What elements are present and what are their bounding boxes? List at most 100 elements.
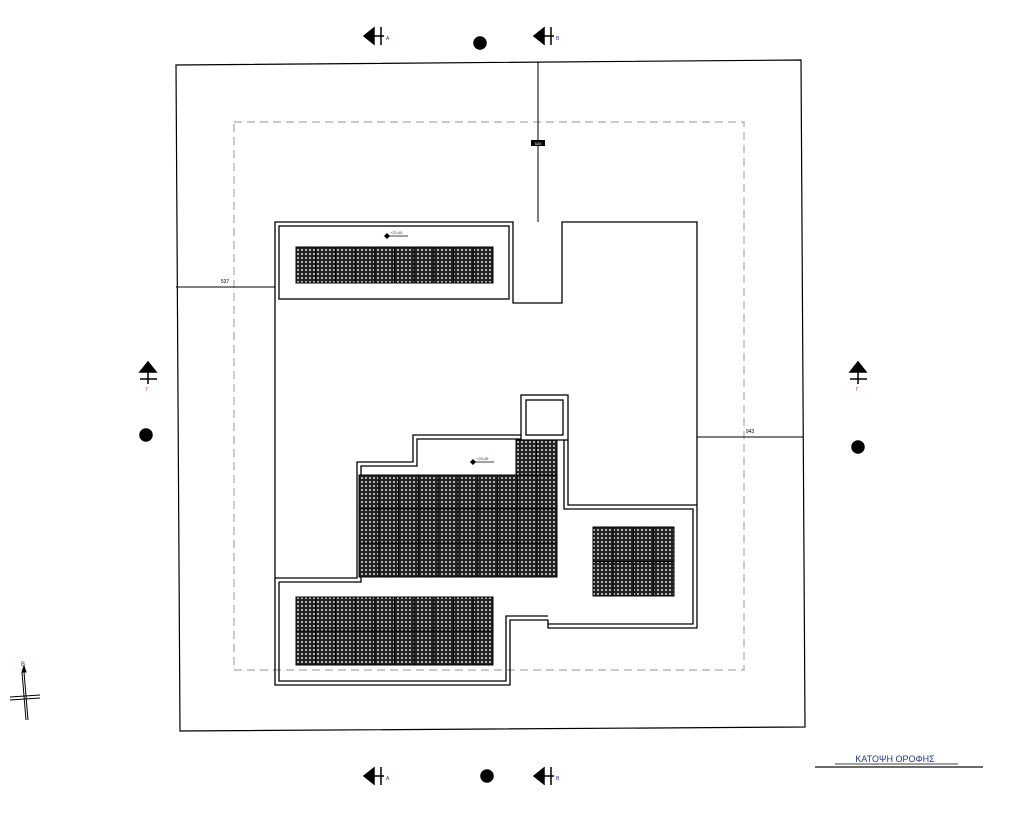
bottom-left-array-panel (354, 596, 376, 632)
view-marker-icon (139, 428, 153, 442)
bottom-left-array-panel (394, 596, 415, 632)
center-array-panel (358, 474, 380, 510)
right-array-panel (612, 561, 634, 597)
bottom-left-array-panel (295, 630, 317, 666)
top-left-array-panel (413, 246, 435, 284)
right-array-panel (653, 561, 675, 597)
center-array-panel (516, 542, 538, 578)
center-array-panel (437, 542, 459, 578)
view-marker-icon (480, 769, 494, 783)
center-array-panel (497, 474, 518, 510)
svg-text:A: A (386, 36, 390, 42)
section-arrow-g-right (848, 360, 868, 384)
bottom-left-array-panel (315, 596, 336, 632)
building-outline (274, 221, 698, 686)
bottom-left-array-panel (413, 630, 435, 666)
bottom-left-array-panel (374, 630, 395, 666)
center-array-panel (477, 508, 499, 544)
center-array-panel (417, 508, 439, 544)
svg-text:B: B (556, 776, 560, 782)
right-array-panel (612, 526, 634, 562)
bottom-left-array-panel (453, 630, 474, 666)
center-array-panel (497, 542, 518, 578)
section-markers (138, 26, 868, 786)
right-array-panel (633, 561, 655, 597)
bottom-left-array-panel (315, 630, 336, 666)
elevation-mark: +23.45 +23.45 (384, 230, 494, 465)
center-array-panel (516, 508, 538, 544)
center-array-panel (398, 542, 419, 578)
right-array-panel (653, 526, 675, 562)
section-arrow-a-bottom (362, 766, 384, 786)
center-array-panel (477, 474, 499, 510)
right-array-panel (633, 526, 655, 562)
center-array-panel (358, 542, 380, 578)
solar-panels (295, 246, 675, 666)
center-array-panel (536, 542, 558, 578)
center-extra-array-panel (536, 439, 558, 476)
center-array-panel (358, 508, 380, 544)
bottom-left-array-panel (472, 596, 494, 632)
section-arrow-b-top (532, 26, 554, 46)
svg-text:+23.45: +23.45 (390, 230, 403, 235)
view-marker-icon (473, 36, 487, 50)
bottom-left-array-panel (374, 596, 395, 632)
bottom-left-array-panel (334, 630, 356, 666)
bottom-left-array-panel (472, 630, 494, 666)
bottom-left-array-panel (453, 596, 474, 632)
top-left-array-panel (315, 246, 336, 284)
svg-text:B: B (556, 36, 560, 42)
center-array-panel (417, 542, 439, 578)
bottom-left-array-panel (354, 630, 376, 666)
plot-boundary (175, 59, 806, 732)
center-array-panel (457, 542, 479, 578)
view-marker-icon (851, 440, 865, 454)
section-arrow-b-bottom (532, 766, 554, 786)
center-extra-array-panel (515, 439, 537, 476)
center-array-panel (378, 542, 400, 578)
section-arrow-g-left (138, 360, 158, 384)
bottom-left-array-panel (394, 630, 415, 666)
svg-text:Γ: Γ (146, 387, 149, 393)
top-left-array-panel (374, 246, 395, 284)
svg-text:+23.45: +23.45 (476, 456, 489, 461)
svg-text:A: A (386, 776, 390, 782)
center-array-panel (378, 474, 400, 510)
section-arrow-a-top (362, 26, 384, 46)
top-left-array-panel (433, 246, 455, 284)
center-array-panel (516, 474, 538, 510)
dimension-top: 520 (535, 141, 542, 146)
center-array-panel (398, 508, 419, 544)
top-left-array-panel (295, 246, 317, 284)
center-array-panel (497, 508, 518, 544)
top-left-array-panel (453, 246, 474, 284)
roof-vent (520, 394, 569, 441)
bottom-left-array-panel (334, 596, 356, 632)
center-array-panel (378, 508, 400, 544)
center-array-panel (437, 508, 459, 544)
top-left-array-panel (334, 246, 356, 284)
center-array-panel (477, 542, 499, 578)
top-left-array-panel (354, 246, 376, 284)
north-arrow-icon (9, 664, 41, 721)
center-array-panel (536, 508, 558, 544)
right-array-panel (592, 526, 614, 562)
center-array-panel (457, 508, 479, 544)
center-array-panel (398, 474, 419, 510)
drawing-title: ΚΑΤΟΨΗ ΟΡΟΦΗΣ (855, 754, 935, 764)
center-array-panel (437, 474, 459, 510)
bottom-left-array-panel (433, 596, 455, 632)
right-array-panel (592, 561, 614, 597)
center-array-panel (536, 474, 558, 510)
top-left-array-panel (472, 246, 494, 284)
north-label: B (21, 662, 25, 668)
dimension-right: 943 (746, 429, 755, 435)
setback-line (233, 121, 745, 671)
bottom-left-array-panel (413, 596, 435, 632)
bottom-left-array-panel (433, 630, 455, 666)
dimension-left: 537 (221, 279, 230, 285)
bottom-left-array-panel (295, 596, 317, 632)
svg-text:Γ: Γ (856, 387, 859, 393)
center-array-panel (457, 474, 479, 510)
